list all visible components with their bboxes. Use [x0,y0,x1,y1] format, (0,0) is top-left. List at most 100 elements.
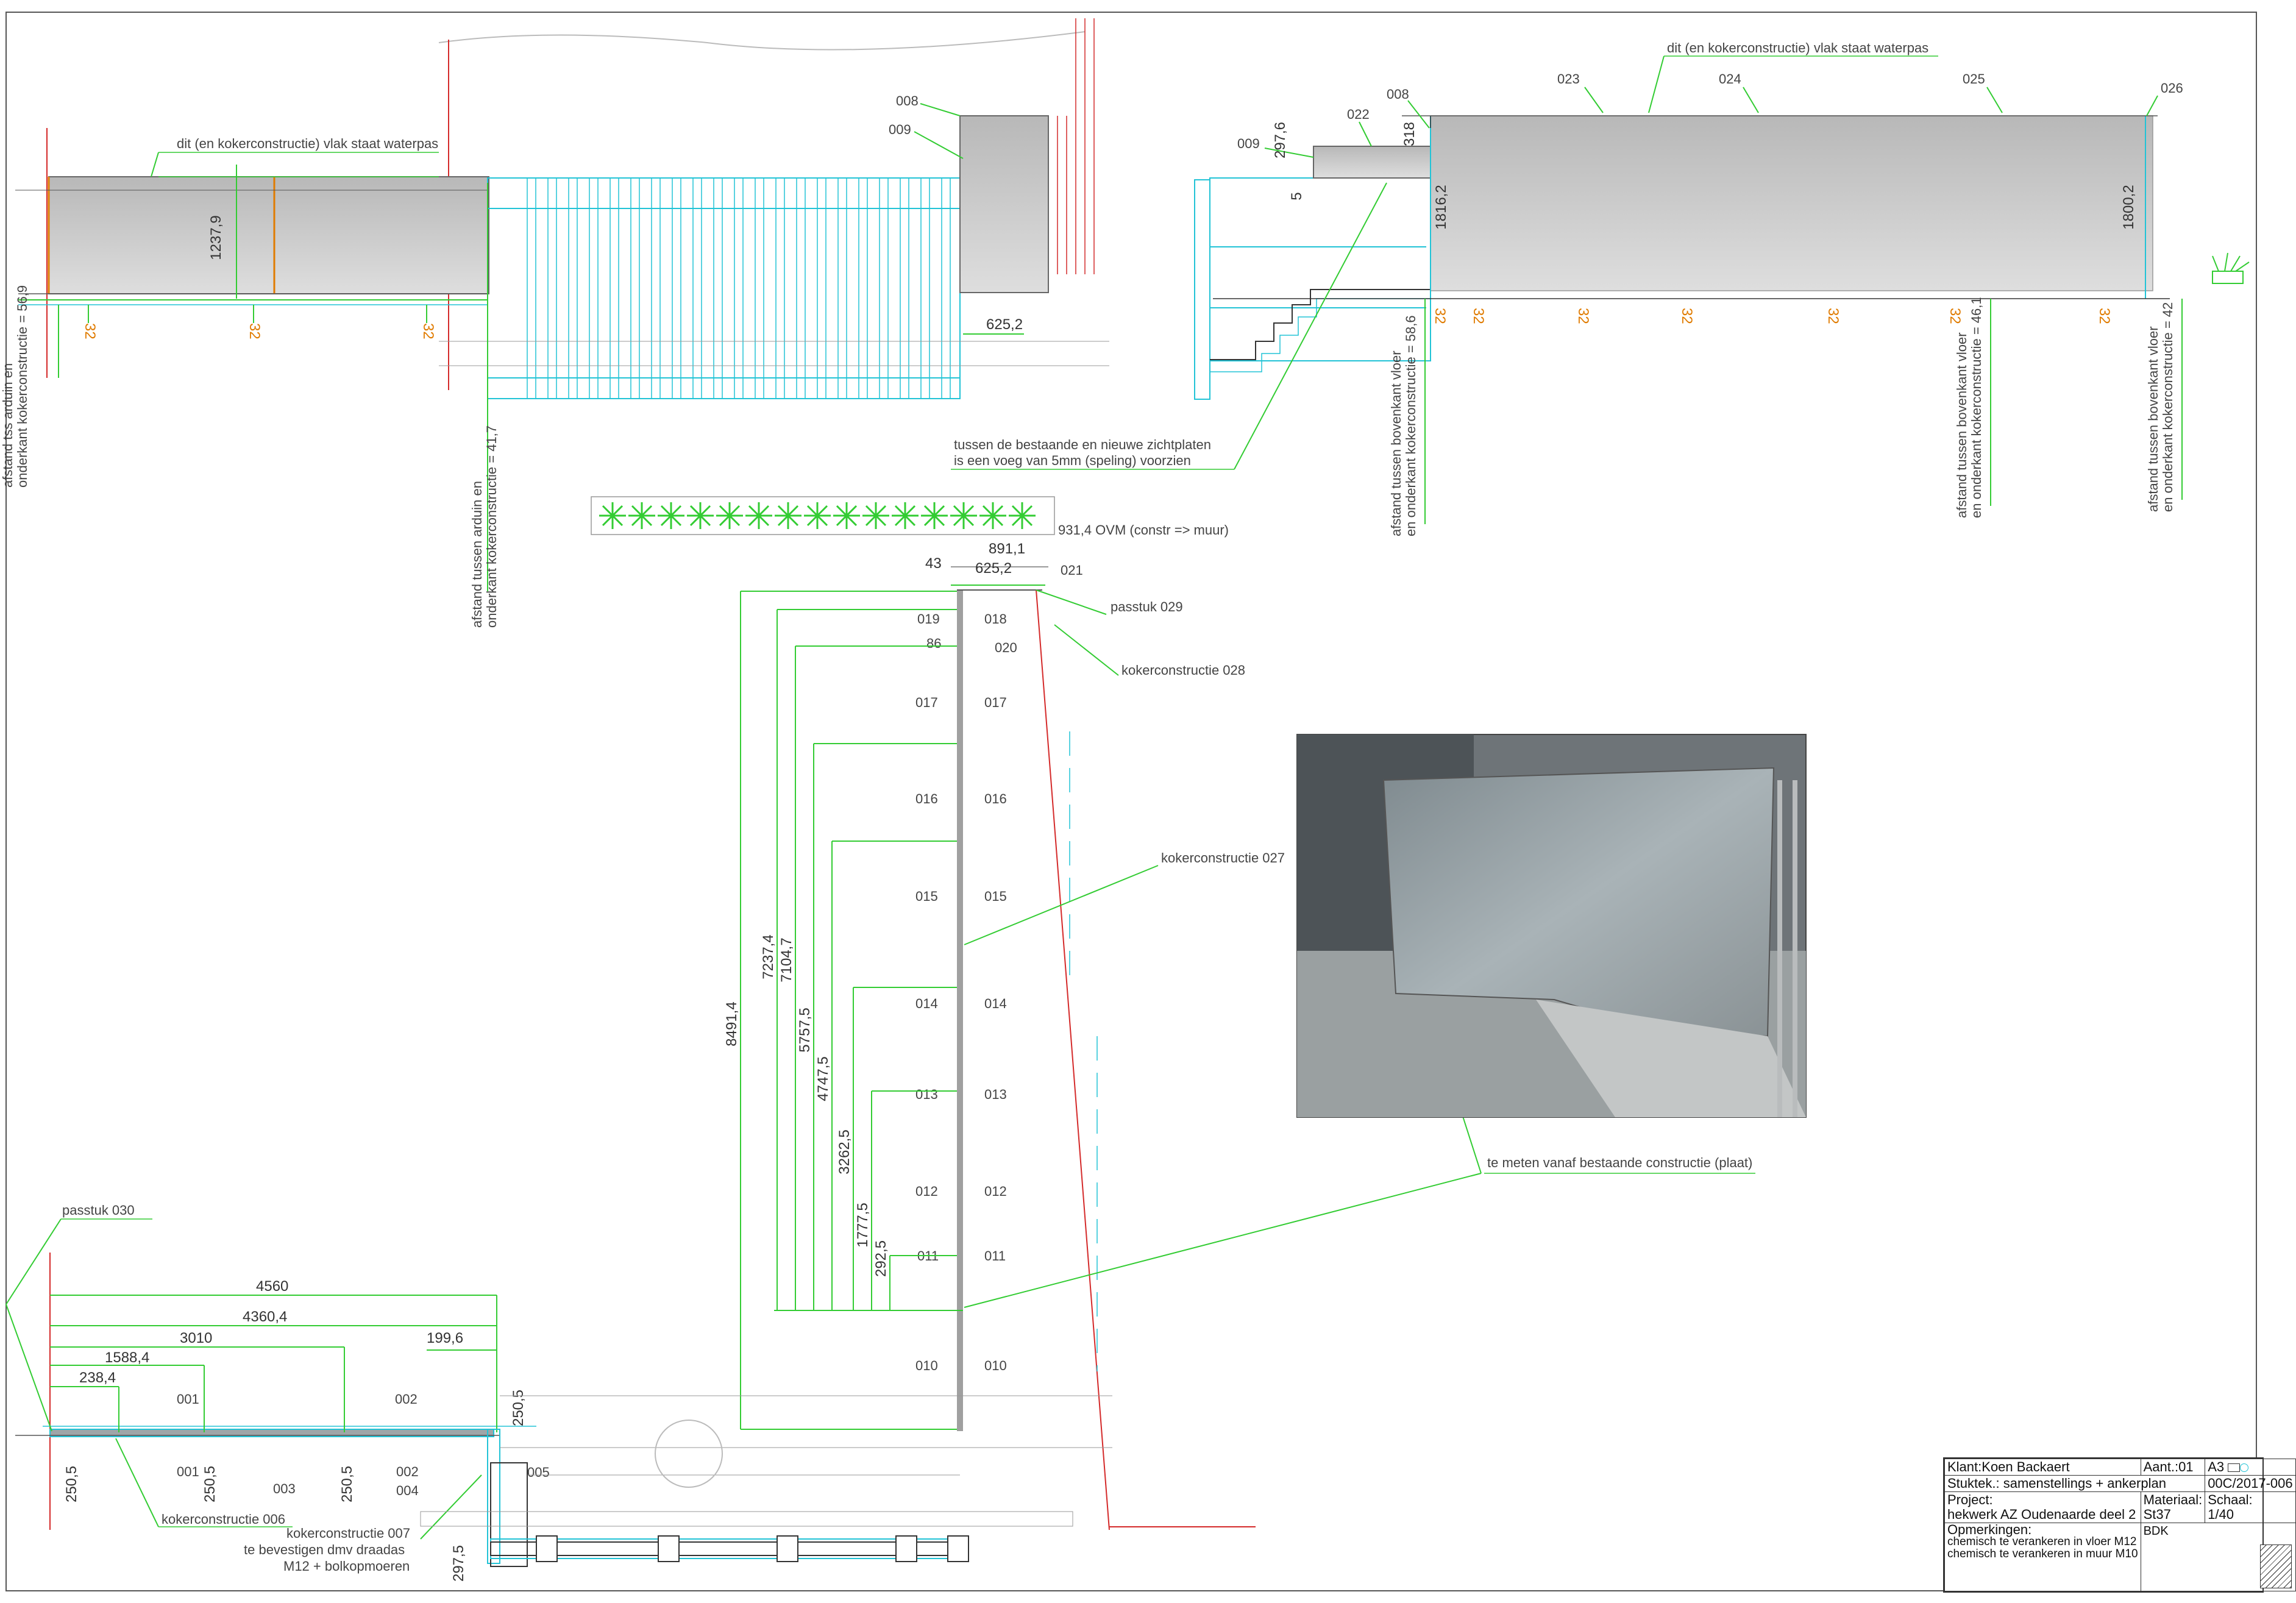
note-waterpas-left: dit (en kokerconstructie) vlak staat wat… [177,136,438,151]
gate-picket [900,177,909,399]
gate-picket [589,177,599,399]
opmerking-2: chemisch te verankeren in muur M10 [1947,1548,2138,1560]
dim-32: 32 [82,323,98,339]
gate-picket [630,177,640,399]
mark-022: 022 [1347,107,1370,122]
mark-004: 004 [396,1483,419,1498]
mark-011: 011 [984,1248,1006,1264]
mark-024: 024 [1719,71,1741,87]
dim-1800-2: 1800,2 [2120,185,2137,229]
mark-002: 002 [396,1464,419,1479]
dim-250-5: 250,5 [510,1390,527,1426]
gate-picket [713,177,723,399]
gate-picket [858,177,868,399]
gate-picket [879,177,889,399]
hedge-leaf [775,502,801,529]
mark-021: 021 [1061,563,1083,578]
mark-014: 014 [915,996,938,1011]
note-koker007-2: te bevestigen dmv draadas [244,1542,405,1557]
gate-picket [941,177,951,399]
dim-4360-4: 4360,4 [243,1309,287,1325]
gate-picket [755,177,764,399]
dim-32: 32 [1679,308,1695,324]
hedge-leaf [658,502,684,529]
value-format: A3 [2208,1459,2225,1474]
company-name: BDK [2143,1524,2169,1538]
note-koker028: kokerconstructie 028 [1121,663,1245,678]
dim-318: 318 [1401,122,1418,146]
dim-8491-4: 8491,4 [723,1001,740,1046]
dim-7237-4: 7237,4 [760,934,777,979]
gate-picket [775,177,785,399]
dim-86: 86 [926,636,941,651]
label-project: Project: [1947,1492,1993,1507]
mark-019: 019 [917,611,940,627]
wall-plan [957,590,963,1431]
note-koker007-3: M12 + bolkopmoeren [283,1559,410,1574]
dim-1816-2: 1816,2 [1433,185,1449,229]
mark-003: 003 [273,1481,296,1496]
gate-picket [527,177,536,399]
mark-010: 010 [915,1358,938,1373]
note-vloer586-1: afstand tussen bovenkant vloer [1388,350,1404,536]
hedge-leaf [950,502,977,529]
mark-005: 005 [527,1465,550,1480]
dim-32: 32 [1825,308,1841,324]
note-vloer461-2: en onderkant kokerconstructie = 46,1 [1969,297,1984,518]
elevation-right: dit (en kokerconstructie) vlak staat wat… [951,40,2250,536]
hedge-leaf [745,502,772,529]
note-koker007-1: kokerconstructie 007 [286,1526,410,1541]
mark-015: 015 [915,889,938,904]
gate-picket [920,177,930,399]
site-photo [1296,734,1807,1118]
dim-625-2: 625,2 [986,316,1023,333]
wall-006 [49,1429,494,1437]
dim-1777-5: 1777,5 [855,1203,871,1247]
plant-icon [2212,252,2250,284]
note-ovm: 931,4 OVM (constr => muur) [1058,522,1229,538]
mark-009: 009 [889,122,911,137]
hedge-leaf [921,502,948,529]
mark-020: 020 [995,640,1017,655]
note-vloer42-2: en onderkant kokerconstructie = 42 [2160,302,2175,512]
label-stuktek: Stuktek.: [1947,1476,2000,1491]
note-koker006: kokerconstructie 006 [162,1512,285,1527]
mark-013: 013 [984,1087,1007,1102]
dim-3262-5: 3262,5 [836,1129,853,1174]
note-voeg-1: tussen de bestaande en nieuwe zichtplate… [954,437,1211,452]
note-vloer461-1: afstand tussen bovenkant vloer [1954,332,1969,518]
gate-picket [651,177,661,399]
value-klant: Koen Backaert [1981,1459,2070,1474]
label-schaal: Schaal: [2208,1492,2253,1507]
hedge: 931,4 OVM (constr => muur) [591,496,1229,538]
bottom-plan: passtuk 030 4560 4360,4 3010 199,6 1588,… [5,1203,1256,1582]
gate-picket [734,177,744,399]
value-materiaal: St37 [2143,1507,2171,1522]
gate-picket [547,177,557,399]
note-waterpas-right: dit (en kokerconstructie) vlak staat wat… [1667,40,1928,55]
note-afstand-tss-1: afstand tss arduin en [0,363,15,488]
dim-32: 32 [1575,308,1591,324]
dim-3010: 3010 [180,1330,212,1346]
hedge-leaf [862,502,889,529]
hedge-leaf [979,502,1006,529]
bottom-dimension-lines [50,1295,497,1432]
note-vloer42-1: afstand tussen bovenkant vloer [2145,326,2161,512]
hedge-leaf [599,502,626,529]
note-te-meten: te meten vanaf bestaande constructie (pl… [1487,1155,1752,1170]
dim-32: 32 [246,323,263,339]
note-passtuk030: passtuk 030 [62,1203,135,1218]
mark-008: 008 [1387,87,1409,102]
note-vloer586-2: en onderkant kokerconstructie = 58,6 [1403,315,1418,536]
dim-43: 43 [925,555,942,572]
mark-012: 012 [915,1184,938,1199]
hedge-leaf [628,502,655,529]
mark-013: 013 [915,1087,938,1102]
hedge-leaf [1009,502,1036,529]
gate-picket [817,177,826,399]
hedge-leaf [687,502,714,529]
pillar [959,115,1049,293]
dim-32: 32 [2096,308,2113,324]
dim-1237-9: 1237,9 [208,215,224,260]
